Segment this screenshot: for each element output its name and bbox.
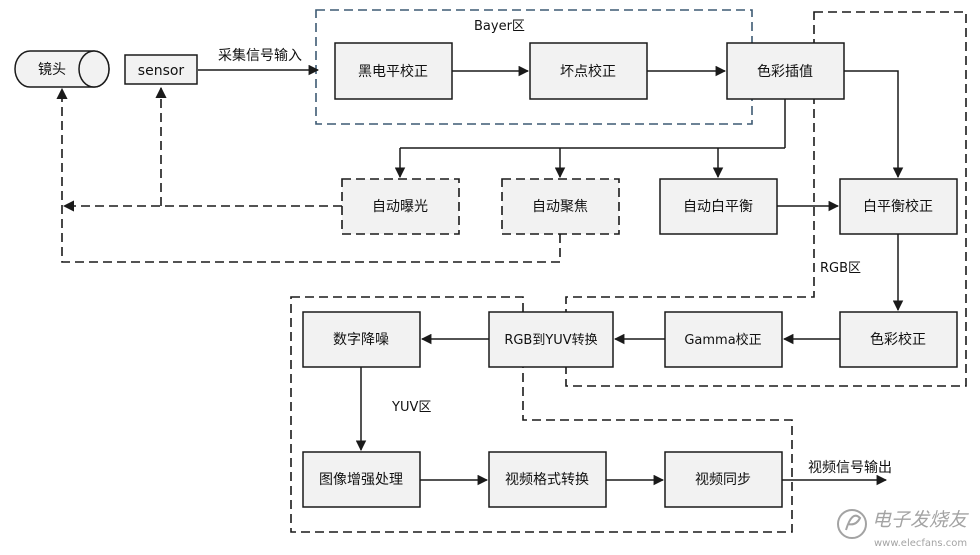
bayer-region-label: Bayer区 [474, 19, 525, 34]
bad-pixel-node: 坏点校正 [529, 42, 648, 100]
rgb-to-yuv-label: RGB到YUV转换 [504, 333, 597, 348]
input-signal-label: 采集信号输入 [218, 47, 302, 64]
yuv-region-label: YUV区 [391, 400, 431, 415]
color-correction-label: 色彩校正 [870, 331, 926, 348]
format-convert-node: 视频格式转换 [488, 451, 607, 508]
rgb-region [565, 11, 967, 387]
format-convert-label: 视频格式转换 [505, 471, 589, 488]
watermark-text: 电子发烧友 [872, 509, 969, 531]
video-sync-node: 视频同步 [664, 451, 783, 508]
watermark-icon [837, 509, 867, 539]
auto-wb-label: 自动白平衡 [683, 199, 753, 215]
watermark-url: www.elecfans.com [874, 538, 967, 549]
watermark-logo: 电子发烧友 www.elecfans.com [837, 509, 969, 549]
black-level-label: 黑电平校正 [358, 63, 428, 80]
sensor-label: sensor [138, 63, 185, 79]
yuv-region [290, 296, 793, 533]
rgb-to-yuv-node: RGB到YUV转换 [488, 311, 614, 368]
arrow-color-interp-to-wb-correction [844, 70, 904, 179]
feedback-auto-focus-to-lens [56, 87, 561, 263]
wb-correction-node: 白平衡校正 [839, 178, 958, 235]
video-sync-label: 视频同步 [695, 472, 751, 488]
gamma-label: Gamma校正 [684, 332, 761, 348]
wb-correction-label: 白平衡校正 [863, 198, 933, 215]
denoise-label: 数字降噪 [333, 332, 389, 348]
auto-wb-node: 自动白平衡 [659, 178, 778, 235]
sensor-node: sensor [124, 54, 198, 85]
gamma-node: Gamma校正 [664, 311, 783, 368]
auto-focus-label: 自动聚焦 [532, 199, 588, 215]
color-correction-node: 色彩校正 [839, 311, 958, 368]
color-interp-label: 色彩插值 [757, 63, 813, 80]
lens-label: 镜头 [38, 62, 66, 78]
denoise-node: 数字降噪 [302, 311, 421, 368]
enhance-node: 图像增强处理 [302, 451, 421, 508]
auto-exposure-label: 自动曝光 [372, 199, 428, 215]
rgb-region-label: RGB区 [820, 261, 861, 276]
auto-exposure-node: 自动曝光 [341, 178, 460, 235]
auto-focus-node: 自动聚焦 [501, 178, 620, 235]
bad-pixel-label: 坏点校正 [560, 63, 616, 80]
enhance-label: 图像增强处理 [319, 472, 403, 488]
lens-node: 镜头 [14, 50, 110, 88]
color-interp-node: 色彩插值 [726, 42, 845, 100]
output-signal-label: 视频信号输出 [808, 460, 892, 476]
black-level-node: 黑电平校正 [334, 42, 453, 100]
